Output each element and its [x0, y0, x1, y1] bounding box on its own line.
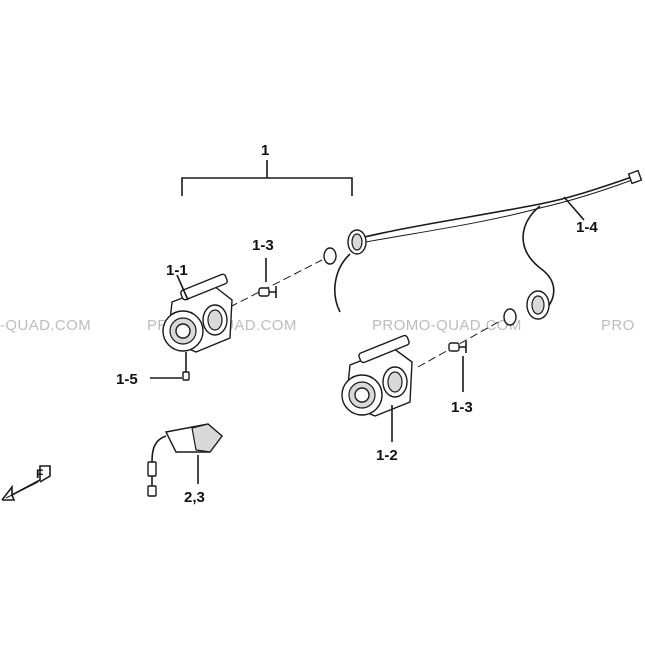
label-bulb-right: 1-3 — [451, 399, 473, 416]
turn-signal: 2,3 — [147, 423, 223, 506]
watermark-1: -QUAD.COM — [0, 317, 91, 334]
connector-boot-left — [323, 229, 367, 265]
wiring-harness: 1-4 — [334, 169, 643, 313]
label-lamp-left: 1-1 — [166, 262, 188, 279]
fog-lamp-left: 1-1 — [162, 262, 233, 353]
label-bulb-left: 1-3 — [252, 237, 274, 254]
watermark-4: PRO — [601, 317, 635, 334]
bulb-left: 1-3 — [252, 237, 277, 298]
label-harness: 1-4 — [576, 219, 598, 236]
label-fastener: 1-5 — [116, 371, 138, 388]
arrow-letter: F — [36, 467, 43, 481]
fastener: 1-5 — [116, 352, 190, 388]
assembly-bracket: 1 — [181, 142, 353, 196]
front-arrow-icon: F — [1, 465, 51, 501]
label-assembly: 1 — [261, 142, 269, 159]
connector-boot-right — [503, 290, 550, 326]
label-turn-signal: 2,3 — [184, 489, 205, 506]
watermark-3: PROMO-QUAD.COM — [372, 317, 522, 334]
bulb-right: 1-3 — [448, 341, 473, 416]
fog-lamp-right: 1-2 — [341, 334, 413, 464]
label-lamp-right: 1-2 — [376, 447, 398, 464]
